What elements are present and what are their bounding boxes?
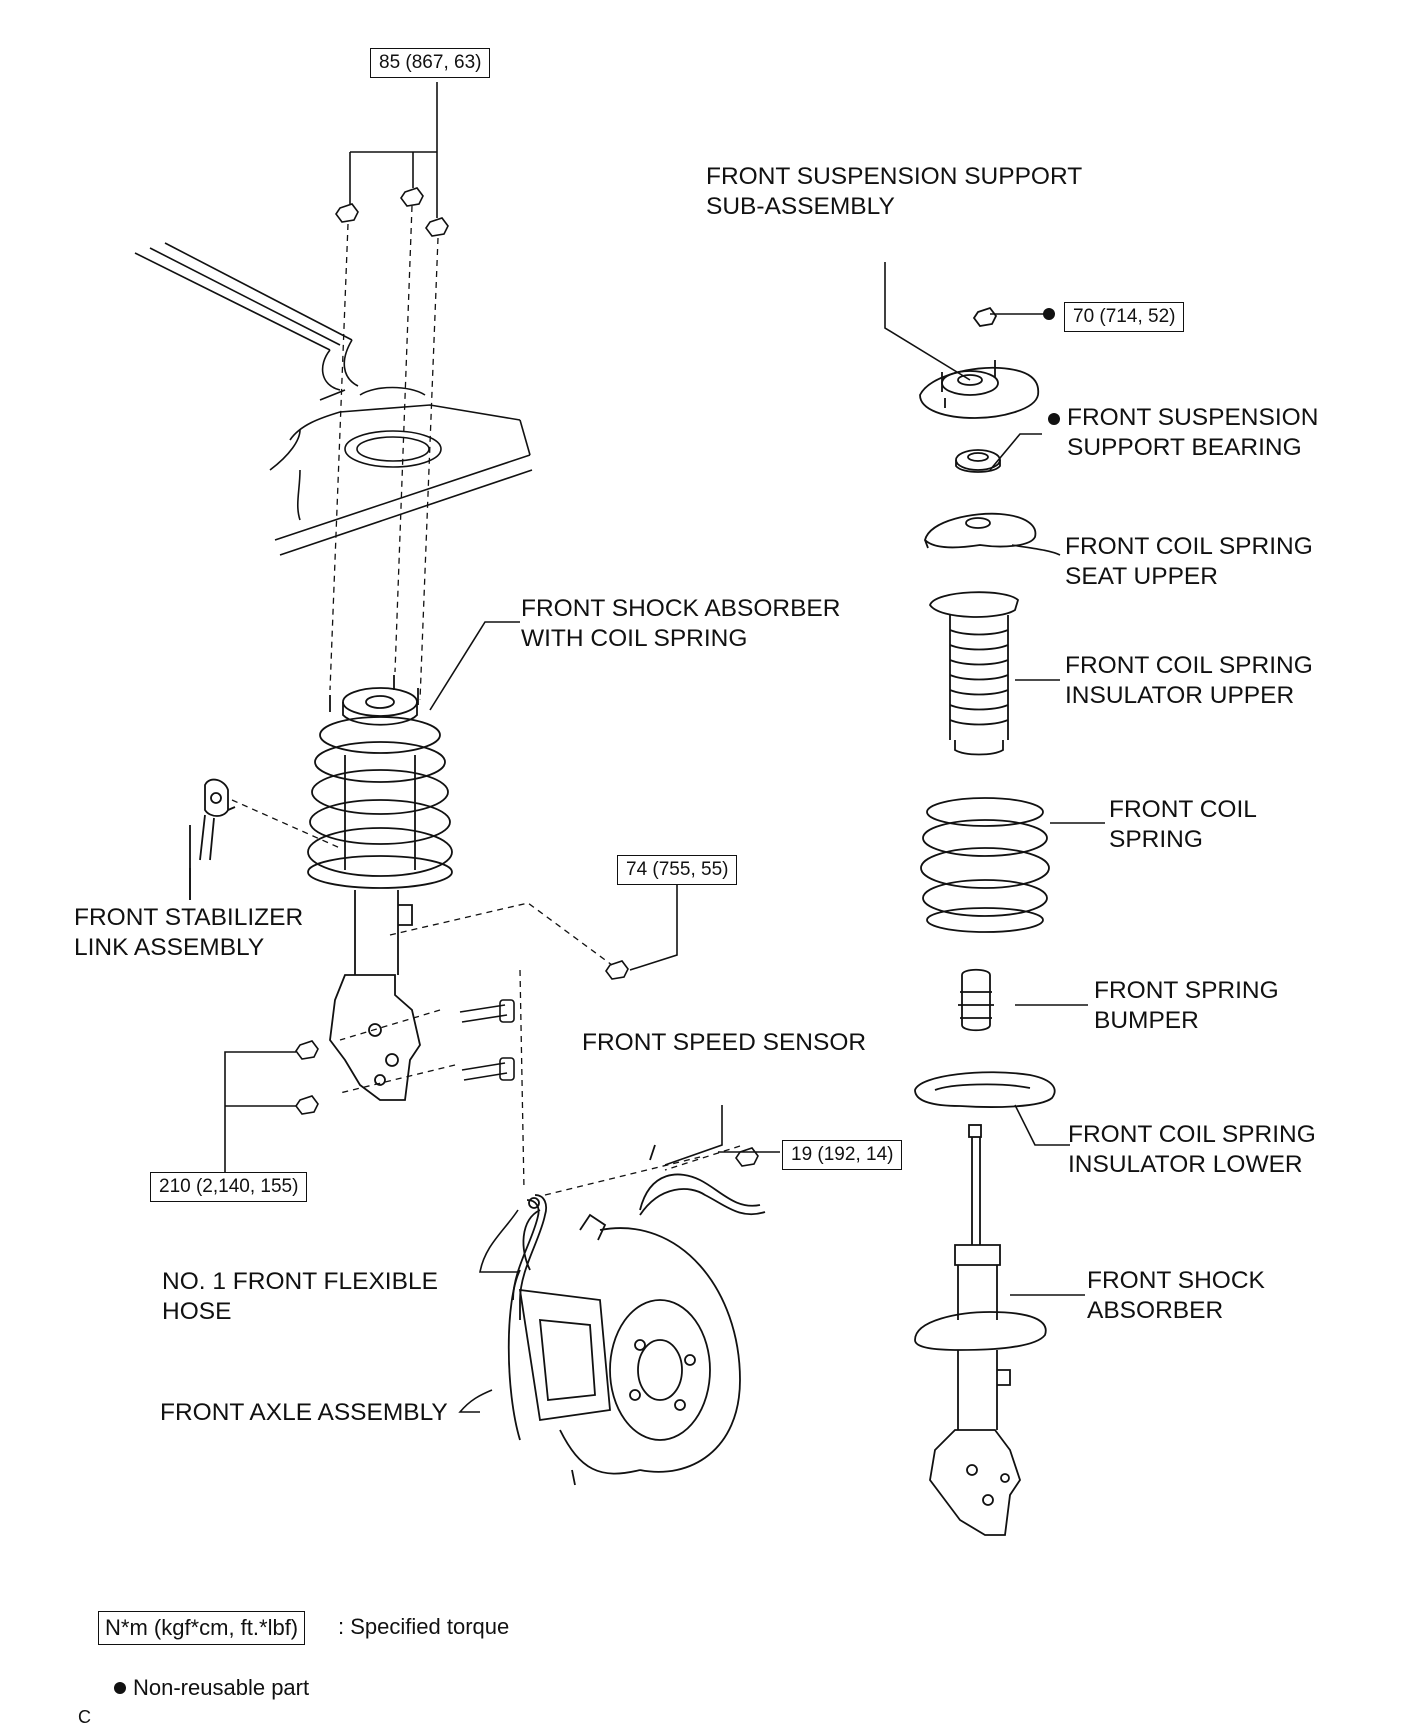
- label-front-coil-spring-seat-upper: FRONT COIL SPRING SEAT UPPER: [1065, 533, 1313, 590]
- torque-box-strut-mount: 85 (867, 63): [370, 48, 491, 78]
- strut-mount-nuts: [335, 187, 449, 237]
- torque-85-leader: [349, 82, 438, 218]
- label-front-speed-sensor: FRONT SPEED SENSOR: [582, 1029, 867, 1056]
- spring-bumper-illustration: [958, 968, 994, 1032]
- spring-insulator-lower-illustration: [914, 1071, 1056, 1108]
- legend-torque-unit-text: : Specified torque: [338, 1614, 510, 1639]
- shock-absorber-illustration: [914, 1124, 1047, 1536]
- label-front-coil-spring-insulator-lower: FRONT COIL SPRING INSULATOR LOWER: [1068, 1121, 1316, 1178]
- strut-tower-panel: [134, 242, 533, 556]
- stabilizer-nut: [605, 884, 678, 980]
- label-front-spring-bumper: FRONT SPRING BUMPER: [1094, 977, 1279, 1034]
- flexible-hose-illustration: [512, 1194, 548, 1320]
- torque-box-support-nut: 70 (714, 52): [1064, 302, 1185, 332]
- legend-non-reusable-text: Non-reusable part: [133, 1675, 310, 1700]
- non-reusable-dot-support-nut: [1043, 308, 1055, 320]
- spring-insulator-upper-illustration: [929, 591, 1020, 756]
- label-front-shock-absorber: FRONT SHOCK ABSORBER: [1087, 1267, 1265, 1324]
- front-axle-illustration: [507, 1144, 766, 1486]
- torque-210-leader: [224, 1051, 296, 1175]
- label-front-suspension-support-sub-assembly: FRONT SUSPENSION SUPPORT SUB-ASSEMBLY: [706, 163, 1083, 220]
- torque-box-knuckle-bolts: 210 (2,140, 155): [150, 1172, 308, 1202]
- legend-torque-unit-box: N*m (kgf*cm, ft.*lbf): [98, 1611, 306, 1645]
- strut-assembly-illustration: [307, 675, 453, 1101]
- support-sub-assembly-illustration: [919, 306, 1040, 419]
- torque-box-speed-sensor: 19 (192, 14): [782, 1140, 903, 1170]
- alignment-dashes: [231, 205, 741, 1196]
- corner-code: C: [78, 1707, 91, 1727]
- label-leaders: [189, 262, 1105, 1413]
- speed-sensor-bolt: [735, 1147, 759, 1167]
- label-no1-front-flexible-hose: NO. 1 FRONT FLEXIBLE HOSE: [162, 1268, 438, 1325]
- spring-seat-upper-illustration: [924, 512, 1037, 549]
- label-front-suspension-support-bearing: FRONT SUSPENSION SUPPORT BEARING: [1067, 404, 1319, 461]
- label-front-stabilizer-link-assembly: FRONT STABILIZER LINK ASSEMBLY: [74, 904, 304, 961]
- label-front-shock-absorber-with-coil-spring: FRONT SHOCK ABSORBER WITH COIL SPRING: [521, 595, 841, 652]
- label-front-coil-spring: FRONT COIL SPRING: [1109, 796, 1257, 853]
- legend-non-reusable-dot: [114, 1682, 126, 1694]
- torque-box-stabilizer-nut: 74 (755, 55): [617, 855, 738, 885]
- coil-spring-illustration: [920, 797, 1050, 933]
- stabilizer-link-illustration: [189, 778, 236, 900]
- support-bearing-illustration: [955, 449, 1001, 473]
- label-front-coil-spring-insulator-upper: FRONT COIL SPRING INSULATOR UPPER: [1065, 652, 1313, 709]
- label-front-axle-assembly: FRONT AXLE ASSEMBLY: [160, 1399, 448, 1426]
- non-reusable-dot-bearing: [1048, 413, 1060, 425]
